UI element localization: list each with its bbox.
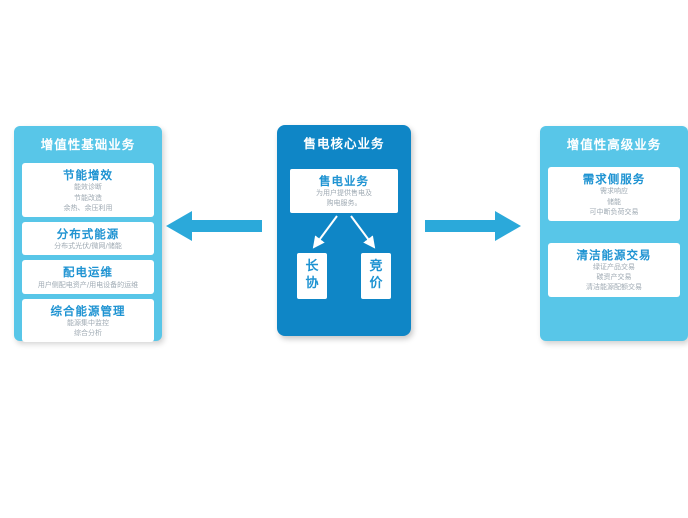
card-subtext-line: 能效诊断 (74, 183, 102, 192)
card-distributed-energy: 分布式能源 分布式光伏/微网/储能 (22, 221, 154, 256)
card-subtext-line: 可中断负荷交易 (589, 207, 639, 216)
card-long-term-agreement: 长协 (297, 253, 327, 299)
card-subtext-line: 用户侧配电资产/用电设备的运维 (37, 280, 139, 289)
card-subtext-line: 储能 (607, 197, 621, 206)
card-title: 分布式能源 (56, 226, 120, 241)
card-subtext-line: 购电服务。 (326, 198, 362, 207)
card-subtext-line: 节能改造 (74, 193, 102, 202)
card-subtext-line: 为用户提供售电及 (316, 189, 372, 197)
card-title: 节能增效 (63, 168, 113, 182)
card-title: 售电业务 (319, 174, 369, 188)
card-title: 需求侧服务 (582, 172, 646, 186)
card-subtext-line: 碳资产交易 (596, 273, 632, 282)
advanced-services-card-list: 需求侧服务 需求响应 储能 可中断负荷交易 清洁能源交易 绿证产品交易 碳资产交… (540, 153, 688, 297)
panel-basic-services: 增值性基础业务 节能增效 能效诊断 节能改造 余热、余压利用 分布式能源 分布式… (14, 126, 162, 343)
card-integrated-energy-mgmt: 综合能源管理 能源集中监控 综合分析 (22, 298, 154, 343)
card-energy-efficiency: 节能增效 能效诊断 节能改造 余热、余压利用 (22, 163, 154, 217)
card-subtext-line: 综合分析 (74, 329, 102, 338)
branch-arrows-icon (312, 215, 376, 249)
card-competitive-bidding: 竞价 (361, 253, 391, 299)
card-subtext-line: 需求响应 (600, 187, 628, 196)
card-title: 配电运维 (63, 265, 113, 280)
card-distribution-om: 配电运维 用户侧配电资产/用电设备的运维 (22, 260, 154, 294)
card-subtext-line: 余热、余压利用 (63, 203, 113, 212)
panel-core-business: 售电核心业务 售电业务 为用户提供售电及 购电服务。 长协 竞价 (277, 125, 411, 336)
card-subtext-line: 清洁能源配额交易 (586, 283, 642, 292)
arrow-to-basic-services (166, 209, 263, 247)
card-title: 竞价 (369, 259, 383, 291)
card-title: 长协 (305, 259, 319, 291)
card-clean-energy-trading: 清洁能源交易 绿证产品交易 碳资产交易 清洁能源配额交易 (548, 242, 680, 297)
card-electricity-sales: 售电业务 为用户提供售电及 购电服务。 (290, 169, 398, 213)
card-demand-side-service: 需求侧服务 需求响应 储能 可中断负荷交易 (548, 167, 680, 221)
card-subtext-line: 绿证产品交易 (593, 263, 635, 272)
panel-core-business-title: 售电核心业务 (303, 136, 385, 151)
card-title: 清洁能源交易 (576, 247, 652, 262)
card-title: 综合能源管理 (50, 303, 126, 318)
panel-advanced-services-title: 增值性高级业务 (566, 137, 662, 152)
arrow-to-advanced-services (424, 209, 521, 247)
card-subtext-line: 分布式光伏/微网/储能 (54, 242, 122, 251)
right-arrow-icon (425, 211, 521, 241)
basic-services-card-list: 节能增效 能效诊断 节能改造 余热、余压利用 分布式能源 分布式光伏/微网/储能… (14, 153, 162, 343)
panel-basic-services-title: 增值性基础业务 (40, 137, 136, 152)
card-subtext-line: 能源集中监控 (67, 319, 109, 328)
left-arrow-icon (166, 211, 262, 241)
panel-advanced-services: 增值性高级业务 需求侧服务 需求响应 储能 可中断负荷交易 清洁能源交易 绿证产… (540, 126, 688, 341)
